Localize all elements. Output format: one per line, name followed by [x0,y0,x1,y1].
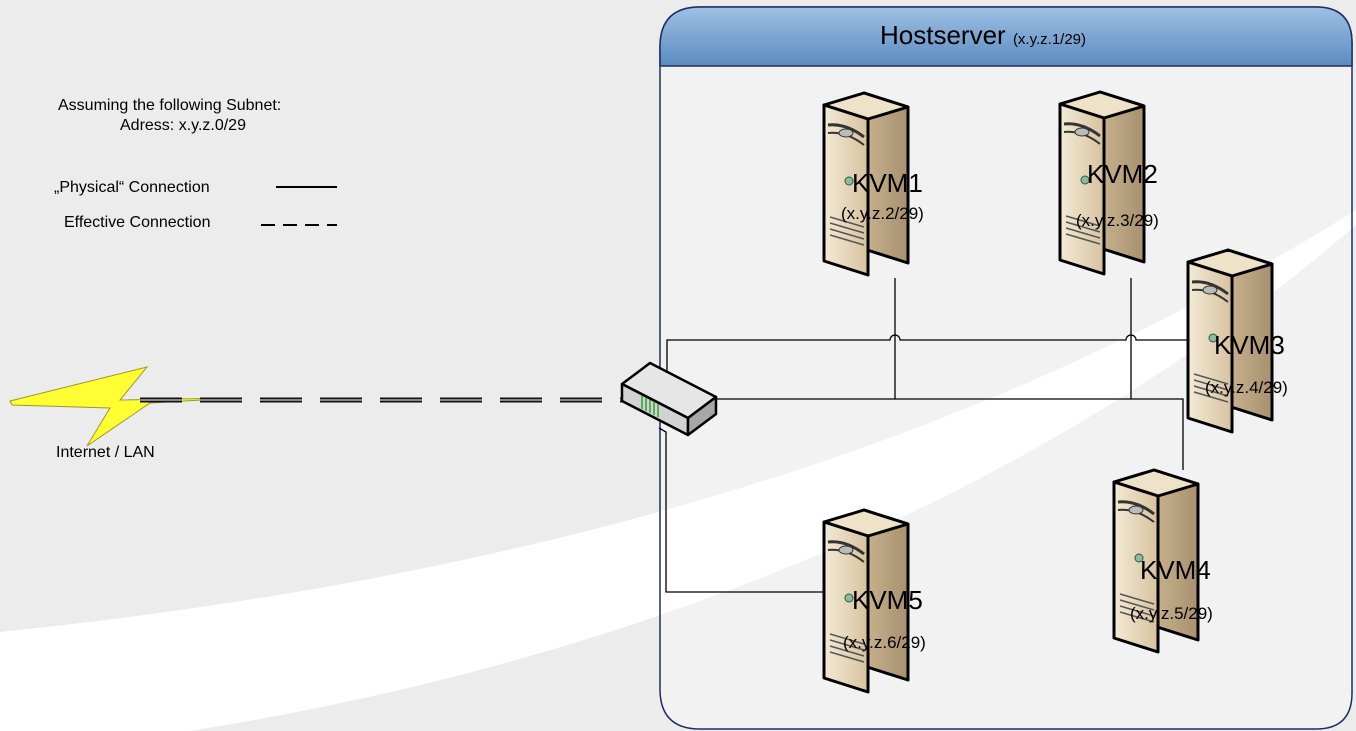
kvm4-ip: (x.y.z.5/29) [1130,604,1213,623]
hostserver-title: Hostserver (x.y.z.1/29) [880,20,1086,51]
kvm4-name: KVM4 [1140,555,1211,585]
background-swoosh-lower [190,225,1356,731]
legend-physical-label: „Physical“ Connection [54,179,210,196]
legend-title: Assuming the following Subnet: [58,97,282,114]
legend-address: Adress: x.y.z.0/29 [120,117,246,134]
physical-connections [658,278,1200,593]
kvm5-ip: (x.y.z.6/29) [843,633,926,652]
network-switch-icon [620,361,718,437]
kvm3-name: KVM3 [1214,330,1285,360]
lightning-bolt-icon [9,366,237,447]
internet-label: Internet / LAN [56,444,155,461]
kvm1-name: KVM1 [852,168,923,198]
legend-effective-label: Effective Connection [64,214,211,231]
kvm3-ip: (x.y.z.4/29) [1205,378,1288,397]
hostserver-header [659,6,1353,67]
kvm5-name: KVM5 [852,585,923,615]
hostserver-ip: (x.y.z.1/29) [1012,31,1087,48]
hostserver-name: Hostserver [880,20,1006,50]
background-swoosh [0,0,1356,632]
kvm2-name: KVM2 [1087,159,1158,189]
kvm1-ip: (x.y.z.2/29) [841,204,924,223]
kvm2-ip: (x.y.z.3/29) [1076,211,1159,230]
